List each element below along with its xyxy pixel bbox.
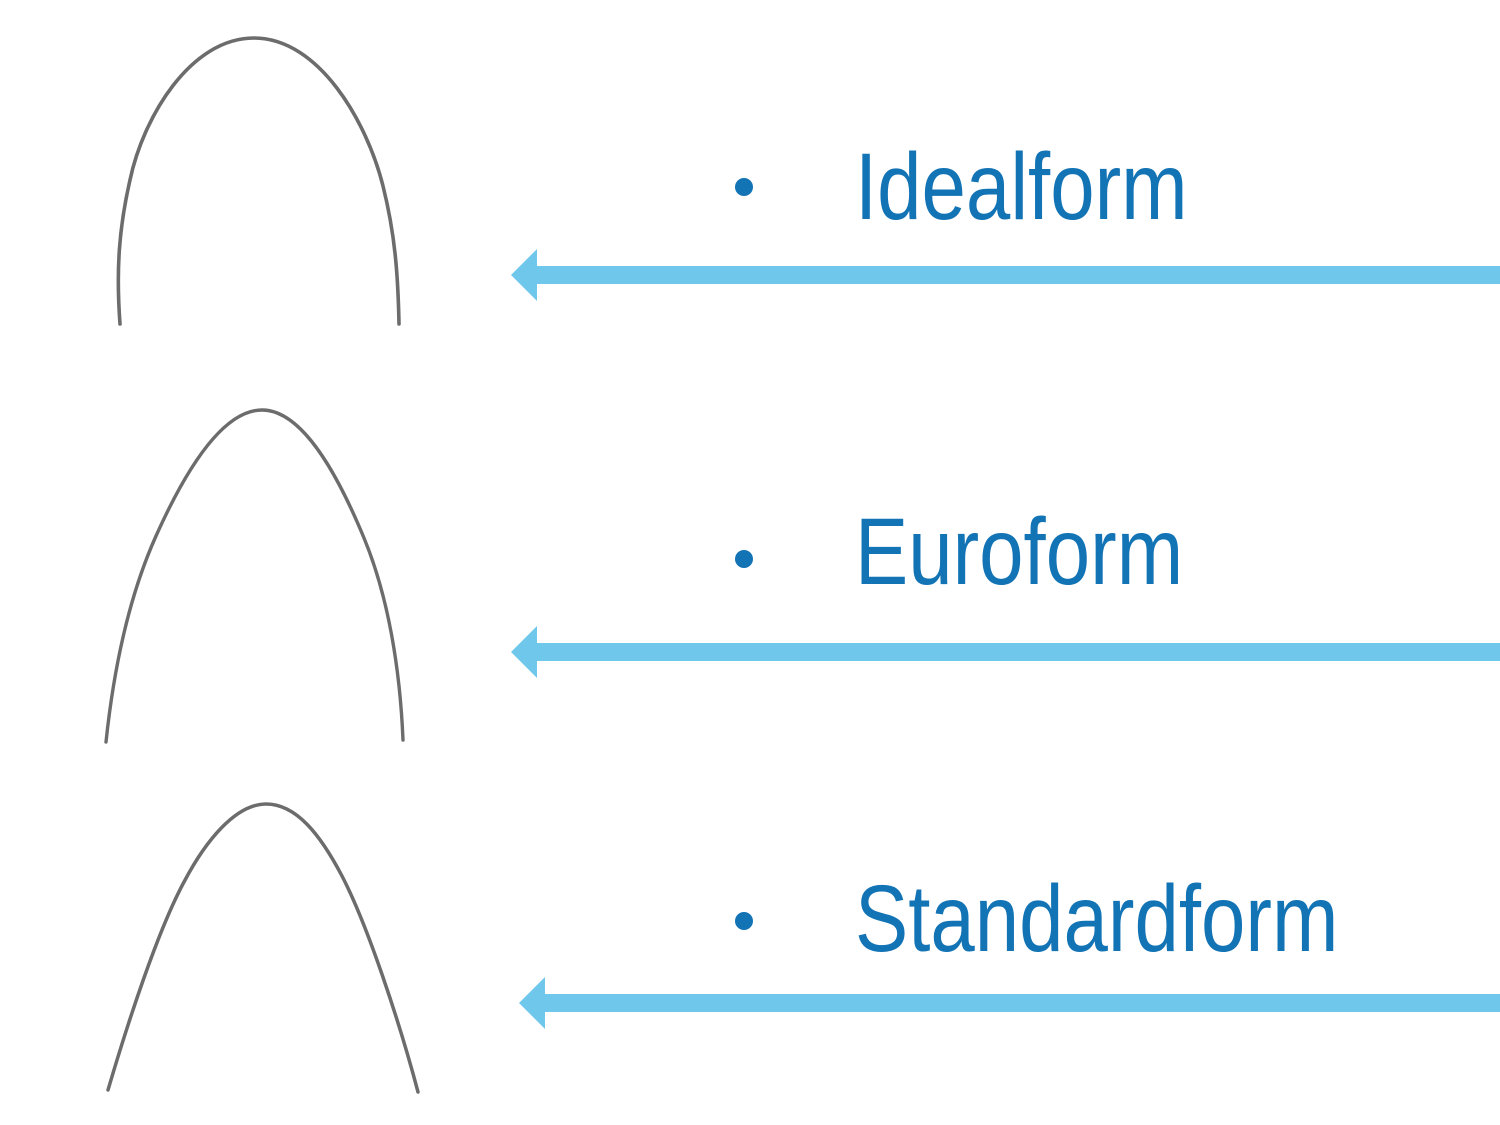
left-arrow-shape xyxy=(511,626,1500,678)
euroform-archwire-image xyxy=(104,408,405,744)
label-euroform: Euroform xyxy=(855,499,1184,605)
standardform-archwire-path xyxy=(106,802,420,1094)
standardform-archwire-image xyxy=(106,802,420,1094)
label-idealform: Idealform xyxy=(855,134,1188,240)
bullet-icon xyxy=(735,550,753,568)
left-arrow-shape xyxy=(519,977,1500,1029)
bullet-icon xyxy=(735,912,753,930)
bullet-icon xyxy=(735,178,753,196)
idealform-archwire-path xyxy=(116,36,401,326)
left-arrow-shape xyxy=(511,249,1500,301)
left-arrow-icon xyxy=(511,249,1500,301)
euroform-archwire-path xyxy=(104,408,405,744)
left-arrow-icon xyxy=(511,626,1500,678)
left-arrow-icon xyxy=(519,977,1500,1029)
bullet-dot xyxy=(735,550,753,568)
bullet-dot xyxy=(735,912,753,930)
bullet-dot xyxy=(735,178,753,196)
idealform-archwire-image xyxy=(116,36,401,326)
label-standardform: Standardform xyxy=(855,866,1339,972)
